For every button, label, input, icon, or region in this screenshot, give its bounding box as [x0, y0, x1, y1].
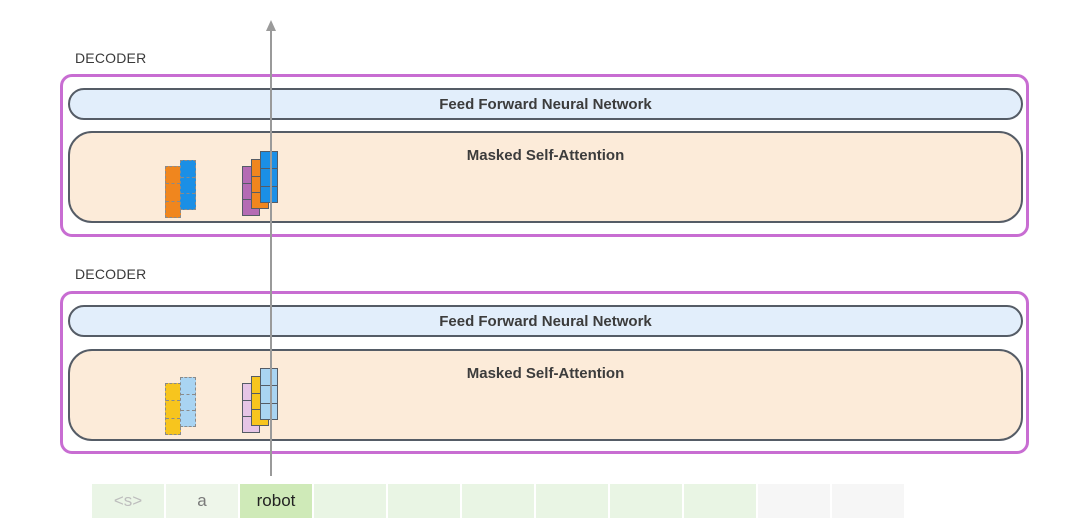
vector-cell-divider [181, 410, 195, 412]
past-query-vector [165, 166, 181, 218]
decoder-label-bottom: DECODER [75, 266, 147, 282]
token-cell: a [166, 484, 238, 518]
vector-cell-divider [166, 417, 180, 419]
vector-cell-divider [261, 168, 277, 170]
ffnn-layer-bottom: Feed Forward Neural Network [68, 305, 1023, 337]
decoder-block-top [60, 74, 1029, 237]
attention-title: Masked Self-Attention [466, 147, 625, 164]
token-cell: <s> [92, 484, 164, 518]
vector-cell-divider [166, 200, 180, 202]
vector-cell-divider [181, 176, 195, 178]
past-key-vector [180, 160, 196, 210]
ffnn-layer-top: Feed Forward Neural Network [68, 88, 1023, 120]
token-cell [832, 484, 904, 518]
decoder-block-bottom [60, 291, 1029, 454]
flow-arrow [266, 20, 276, 476]
token-cell [314, 484, 386, 518]
current-value-front-vector [260, 151, 278, 203]
vector-cell-divider [261, 185, 277, 187]
vector-cell-divider [261, 402, 277, 404]
token-cell [462, 484, 534, 518]
vector-cell-divider [261, 385, 277, 387]
vector-cell-divider [166, 400, 180, 402]
past-query-vector [165, 383, 181, 435]
decoder-label-top: DECODER [75, 50, 147, 66]
token-cell [684, 484, 756, 518]
past-key-vector [180, 377, 196, 427]
token-cell [536, 484, 608, 518]
masked-self-attention-top: Masked Self-Attention [68, 131, 1023, 223]
masked-self-attention-bottom: Masked Self-Attention [68, 349, 1023, 441]
current-value-front-vector [260, 368, 278, 420]
attention-title: Masked Self-Attention [466, 365, 625, 382]
token-cell [758, 484, 830, 518]
token-cell [610, 484, 682, 518]
vector-cell-divider [181, 193, 195, 195]
token-cell: robot [240, 484, 312, 518]
token-cell [388, 484, 460, 518]
vector-cell-divider [166, 183, 180, 185]
vector-cell-divider [181, 393, 195, 395]
